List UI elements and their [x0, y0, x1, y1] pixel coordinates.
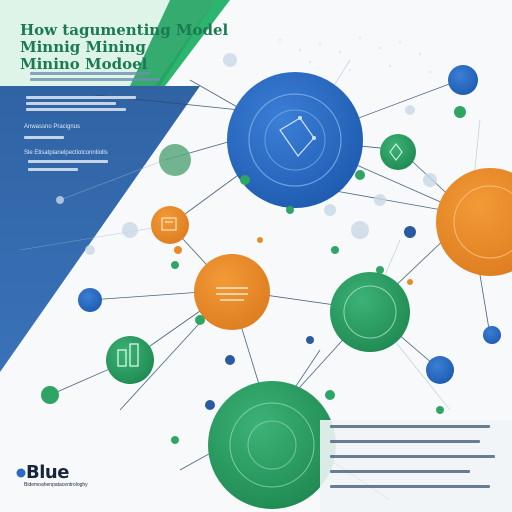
orange-node-small [151, 206, 189, 244]
navy-panel [0, 86, 200, 372]
page-title: How tagumenting Model [20, 21, 229, 39]
blue-hub-node [227, 72, 363, 208]
doc-line [330, 485, 490, 488]
text-line [30, 78, 160, 81]
blue-node [426, 356, 454, 384]
text-line [26, 102, 116, 105]
blue-node [448, 65, 478, 95]
doc-line [330, 440, 480, 443]
blue-node [78, 288, 102, 312]
green-node-mid [330, 272, 410, 352]
blue-node [205, 400, 215, 410]
blue-node [404, 226, 416, 238]
blue-node [483, 326, 501, 344]
info-panel [320, 420, 512, 512]
page-subtitle-2: Minino Modoel [20, 55, 148, 73]
page-subtitle: Minnig Mining [20, 38, 146, 56]
sidebar-label: Anwassno Pracignus [24, 124, 81, 130]
text-line [28, 168, 78, 171]
text-line [24, 136, 64, 139]
brand-logo-icon [16, 468, 26, 478]
green-hub-node [208, 381, 336, 509]
sidebar-label: Sle Etisatpianelpectiolconntiolls [24, 150, 108, 156]
text-line [28, 160, 108, 163]
doc-line [330, 470, 470, 473]
text-line [26, 108, 126, 111]
text-line [26, 96, 136, 99]
doc-line [330, 425, 490, 428]
brand-tagline: Bidemoahenpatacentrologhy [24, 482, 88, 488]
orange-hub-node [436, 168, 512, 276]
text-line [30, 72, 150, 75]
doc-line [330, 455, 495, 458]
green-node-small [380, 134, 416, 170]
brand-name: Blue [26, 462, 69, 483]
orange-gear-node [194, 254, 270, 330]
